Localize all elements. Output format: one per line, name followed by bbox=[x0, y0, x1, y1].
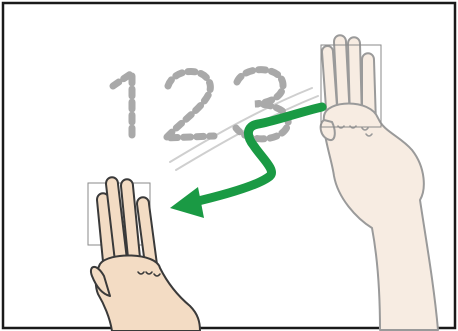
gesture-canvas bbox=[0, 0, 458, 331]
gesture-diagram bbox=[0, 0, 458, 331]
